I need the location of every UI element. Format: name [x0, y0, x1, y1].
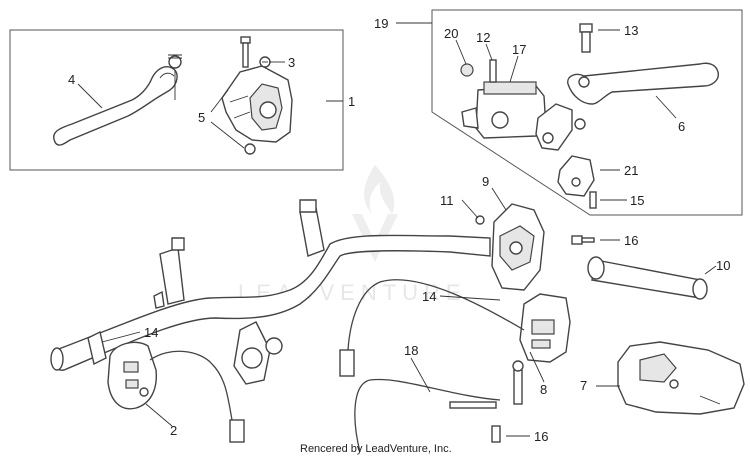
left-switch-connector-part: [229, 419, 245, 443]
callout-6: 6: [678, 119, 685, 134]
right-switch-upper-part: [491, 203, 545, 291]
brake-lever-part: [567, 62, 719, 105]
throttle-grip-part: [587, 256, 708, 300]
grip-screw-part: [571, 235, 595, 245]
callout-19: 19: [374, 16, 388, 31]
callout-4: 4: [68, 72, 75, 87]
callout-9: 9: [482, 174, 489, 189]
callout-17: 17: [512, 42, 526, 57]
clamp-screw-part: [589, 191, 597, 209]
callout-20: 20: [444, 26, 458, 41]
bracket-nut-part: [244, 143, 256, 155]
callout-16-upper: 16: [624, 233, 638, 248]
cable-end-part: [449, 360, 524, 409]
cap-screw-part: [489, 59, 497, 83]
watermark-logo: [352, 165, 398, 262]
callout-1: 1: [348, 94, 355, 109]
master-cylinder-part: [461, 81, 547, 139]
right-switch-lower-part: [519, 293, 571, 363]
callout-13: 13: [624, 23, 638, 38]
left-switch-wire: [149, 350, 233, 421]
callout-10: 10: [716, 258, 730, 273]
lower-clamp-part: [557, 155, 595, 197]
callout-3: 3: [288, 55, 295, 70]
assembly-box-1: [9, 29, 344, 171]
callout-14-right: 14: [422, 289, 436, 304]
reservoir-washer-part: [460, 63, 474, 77]
callout-14-left: 14: [144, 325, 158, 340]
switch-cover-part: [617, 341, 745, 415]
right-switch-connector-part: [339, 349, 355, 377]
callout-15: 15: [630, 193, 644, 208]
callout-5: 5: [198, 110, 205, 125]
clutch-bracket-part: [221, 65, 293, 143]
lever-nut-part: [574, 118, 586, 130]
callout-11: 11: [440, 193, 454, 208]
left-lever-part: [53, 66, 178, 146]
cable-screw-part: [491, 425, 501, 443]
callout-12: 12: [476, 30, 490, 45]
left-switch-housing-part: [107, 341, 157, 410]
pivot-spring-part: [168, 54, 182, 100]
callout-2: 2: [170, 423, 177, 438]
left-clamp-part: [87, 330, 107, 366]
brake-clamp-part: [535, 103, 573, 151]
right-switch-wire: [347, 279, 525, 351]
bracket-screw-part: [240, 36, 251, 68]
callout-18: 18: [404, 343, 418, 358]
credit-text: Rencered by LeadVenture, Inc.: [300, 443, 452, 455]
assembly-box-19: [431, 9, 743, 216]
pivot-bolt-part: [579, 23, 593, 53]
handlebar-frame-part: [50, 199, 491, 385]
callout-21: 21: [624, 163, 638, 178]
callout-8: 8: [540, 382, 547, 397]
callout-16-lower: 16: [534, 429, 548, 444]
small-screw-part: [259, 56, 271, 68]
throttle-cable-part: [354, 378, 501, 453]
callout-7: 7: [580, 378, 587, 393]
